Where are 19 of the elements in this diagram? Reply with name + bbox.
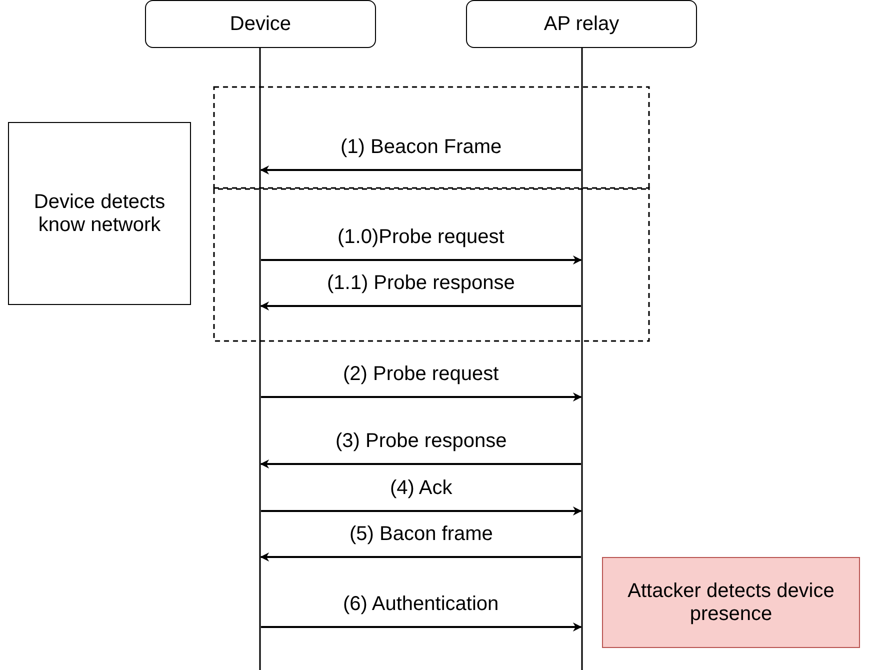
edge-label: (2) Probe request [341,363,501,385]
note-box: Device detects know network [8,122,191,305]
arrow [261,256,582,264]
note-box: Attacker detects device presence [602,557,860,648]
arrow [260,552,581,562]
edge-label: (5) Bacon frame [348,523,495,545]
arrow [261,622,582,632]
edge-label: (1) Beacon Frame [338,136,504,158]
arrow [261,506,582,516]
arrow [260,460,581,468]
edge-label: (1.1) Probe response [325,272,517,294]
participant-box: AP relay [466,0,697,48]
edge-label: (4) Ack [388,477,454,499]
arrow [260,166,581,174]
arrow [260,302,581,310]
edge-label: (1.0)Probe request [336,226,506,248]
edge-label: (3) Probe response [334,430,509,452]
participant-box: Device [145,0,376,48]
arrow [261,392,582,402]
